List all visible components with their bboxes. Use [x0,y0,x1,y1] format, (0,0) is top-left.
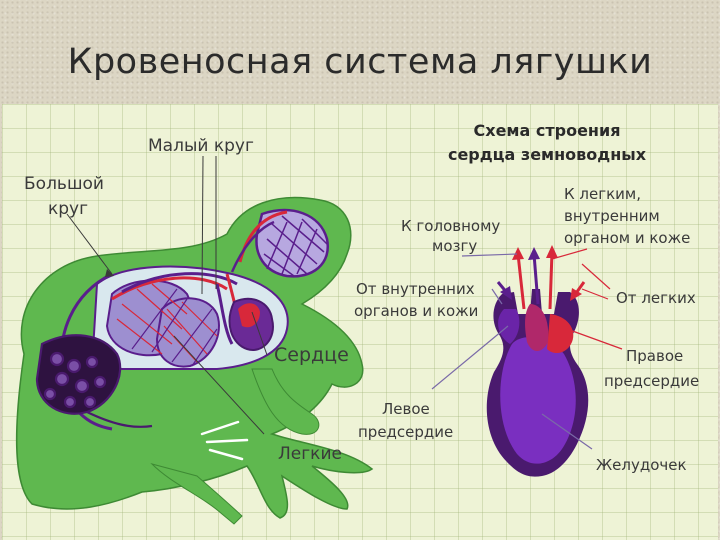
label-right-atrium-2: предсердие [604,372,699,390]
frog-toes [200,420,249,461]
label-to-brain-1: К головному [401,217,500,235]
diagram-panel: Малый круг Большой круг Сердце Легкие Сх… [2,104,718,540]
head-capillaries [230,209,330,278]
heart-right-atrium [547,314,574,354]
lungs [105,279,220,368]
label-ventricle: Желудочек [596,456,687,474]
label-to-brain-2: мозгу [432,237,477,255]
page-title: Кровеносная система лягушки [67,42,653,82]
heart-left-atrium [498,309,520,344]
big-circle-arrowhead [105,269,114,277]
heart-label-lines [431,248,623,450]
heart-ventricle [500,337,576,464]
frog-foreleg [251,368,320,435]
heart-diagram [486,289,589,477]
frog-hindleg [150,463,243,525]
label-small-circle: Малый круг [148,136,254,156]
label-to-lungs-1: К легким, [564,185,641,203]
label-left-atrium-2: предсердие [358,423,453,441]
label-to-lungs-2: внутренним [564,207,660,225]
frog-illustration [15,196,374,525]
label-left-atrium-1: Левое [382,400,430,418]
label-heart: Сердце [274,344,349,366]
heart-arrows [496,245,586,310]
heart-mixed-zone [525,304,549,351]
frog-label-lines [66,155,268,435]
capillary-network [35,334,153,428]
label-from-organs-2: органов и кожи [354,302,478,320]
diagram-canvas: Малый круг Большой круг Сердце Легкие Сх… [15,121,699,525]
label-from-lungs: От легких [616,289,696,307]
label-big-circle-2: круг [48,199,88,219]
frog-heart [111,272,274,351]
label-right-atrium-1: Правое [626,347,683,365]
label-lungs: Легкие [278,444,342,464]
label-big-circle-1: Большой [24,174,104,194]
label-to-lungs-3: органом и коже [564,229,690,247]
label-from-organs-1: От внутренних [356,280,475,298]
scheme-title-2: сердца земноводных [448,145,647,164]
scheme-title-1: Схема строения [474,121,621,140]
